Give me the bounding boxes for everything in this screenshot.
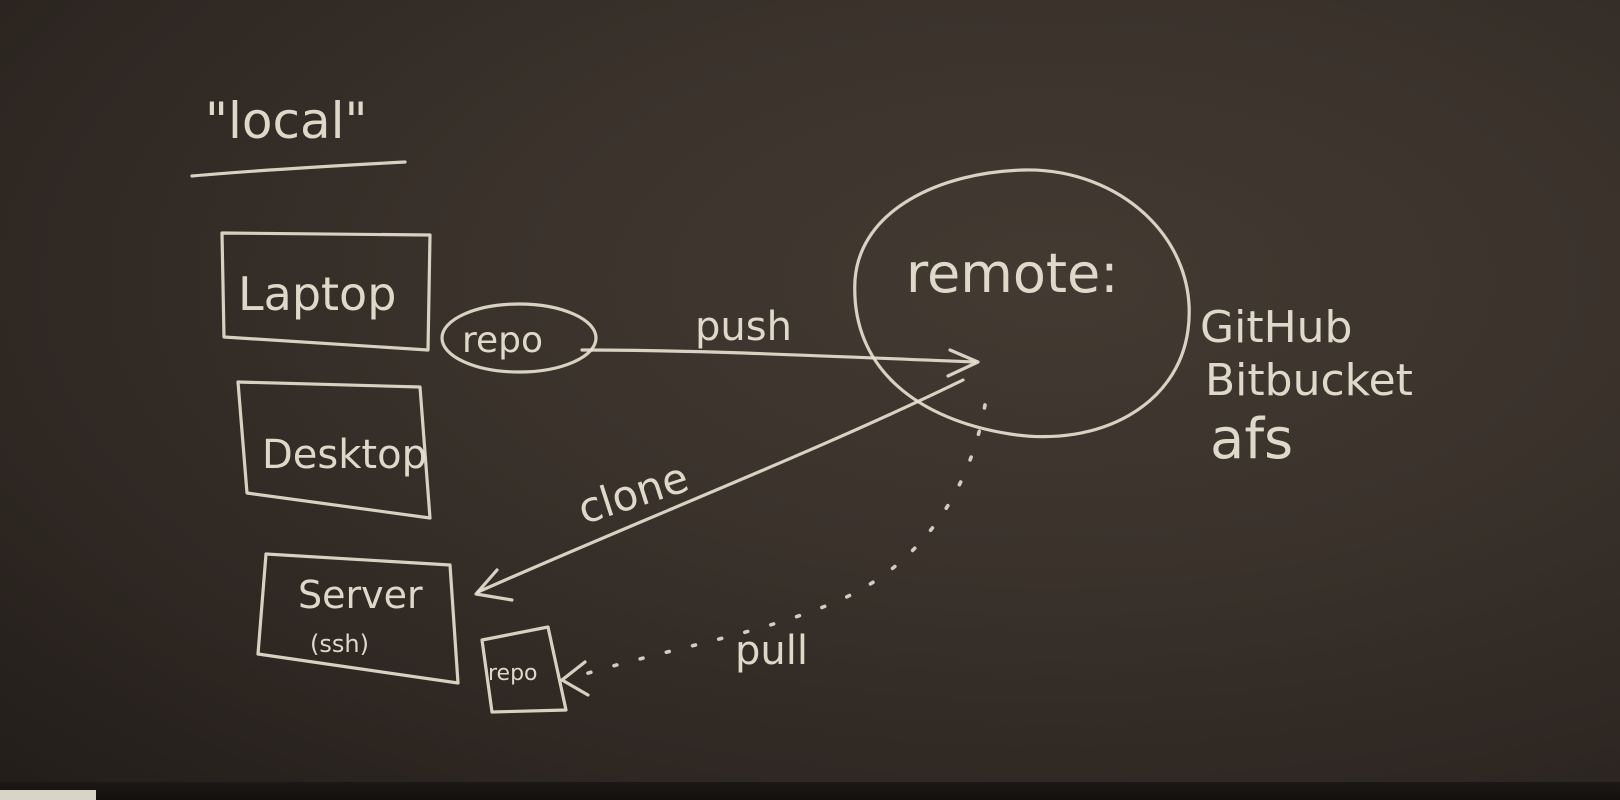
- board-ledge: [0, 782, 1620, 800]
- clone-label: clone: [572, 452, 695, 533]
- heading-local: "local": [205, 92, 368, 150]
- pull-arrowhead: [560, 660, 590, 697]
- remote-host-bitbucket: Bitbucket: [1205, 355, 1413, 406]
- board-corner: [0, 790, 96, 800]
- server-sub-label: (ssh): [310, 630, 369, 658]
- heading-underline: [190, 160, 407, 178]
- server-label: Server: [298, 573, 423, 617]
- desktop-label: Desktop: [262, 432, 427, 478]
- server-repo-box: [480, 625, 568, 714]
- clone-arrowhead: [474, 568, 514, 602]
- laptop-box: [220, 231, 432, 352]
- clone-arrow-line: [476, 378, 965, 594]
- laptop-repo-label: repo: [462, 320, 543, 361]
- desktop-box: [236, 380, 432, 520]
- server-box: [256, 552, 460, 685]
- remote-host-afs: afs: [1210, 407, 1293, 472]
- server-repo-label: repo: [488, 661, 538, 686]
- laptop-label: Laptop: [238, 267, 396, 321]
- push-arrowhead: [946, 348, 980, 378]
- remote-circle: [853, 168, 1191, 439]
- remote-label: remote:: [906, 242, 1118, 305]
- push-label: push: [695, 304, 792, 350]
- laptop-repo-ellipse: [440, 302, 598, 374]
- push-arrow-line: [580, 348, 977, 364]
- remote-host-github: GitHub: [1200, 302, 1352, 353]
- pull-label: pull: [735, 628, 808, 674]
